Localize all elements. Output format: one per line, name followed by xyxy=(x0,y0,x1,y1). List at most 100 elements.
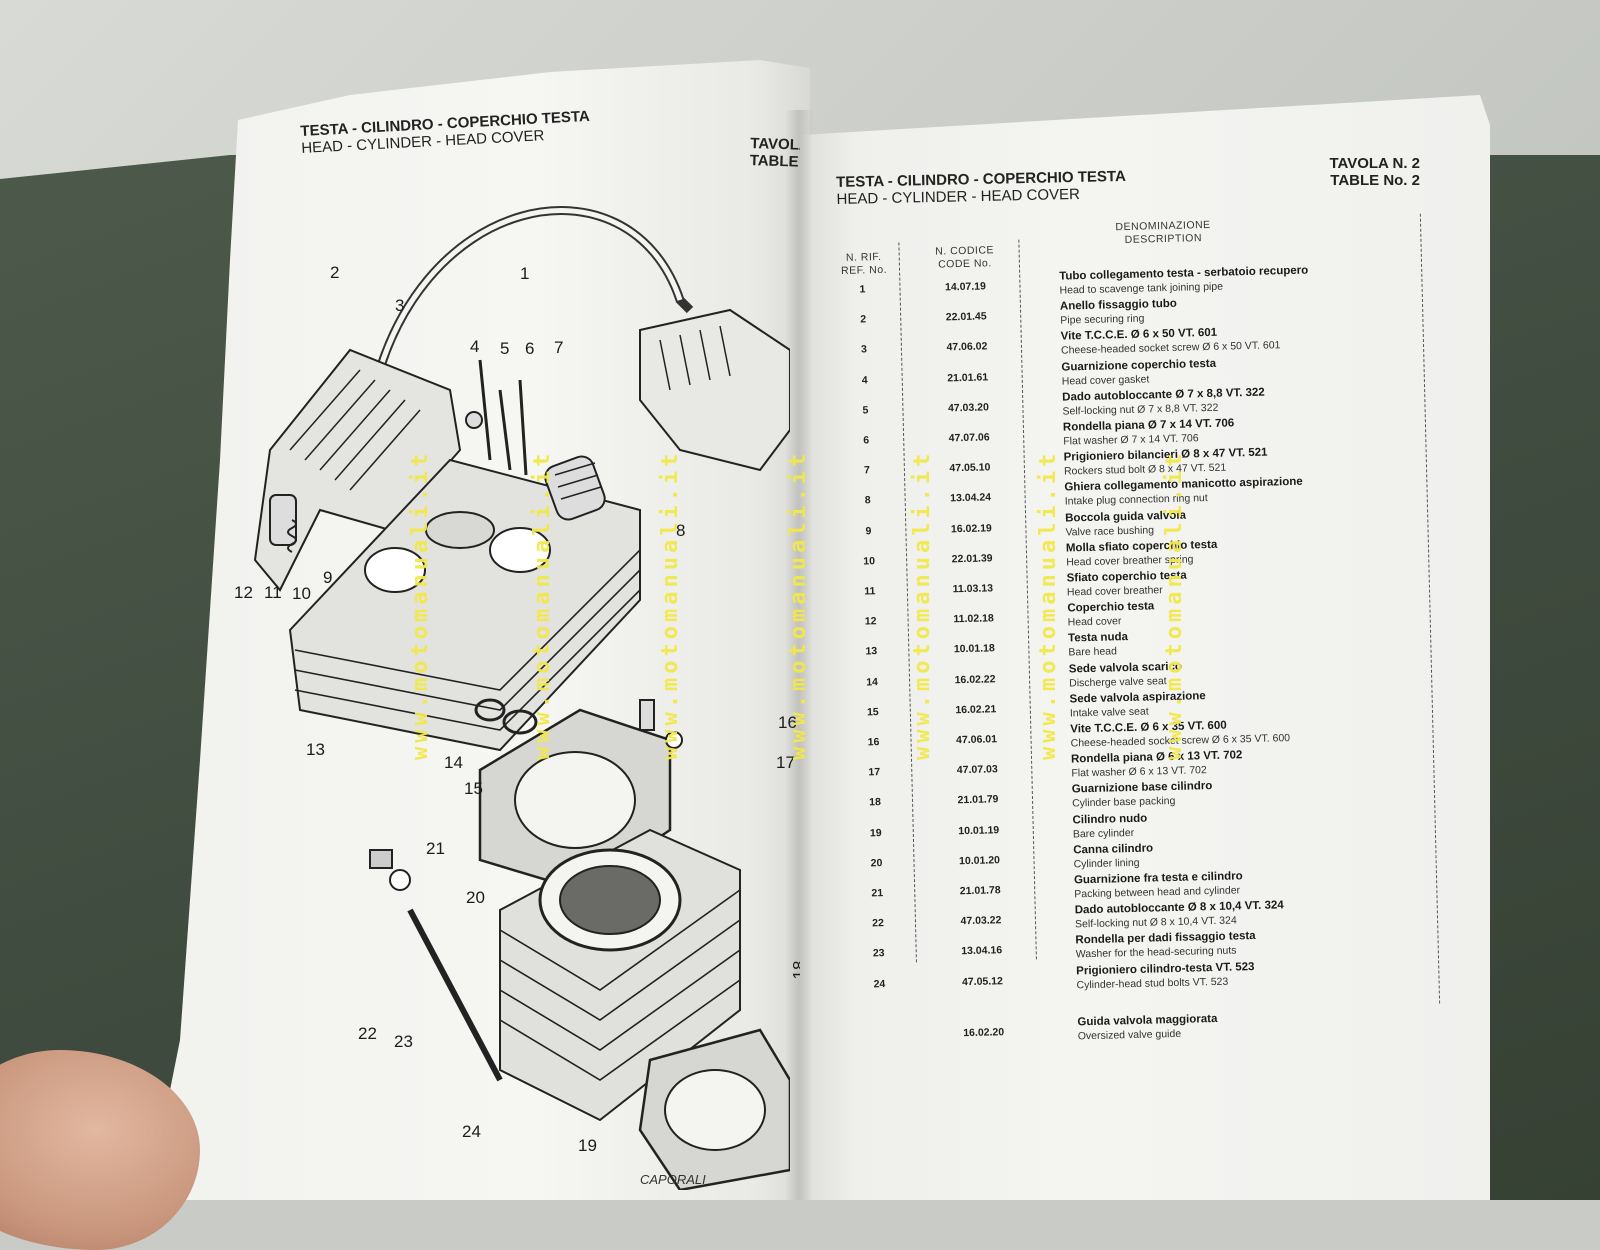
right-table-label: TAVOLA N. 2 TABLE No. 2 xyxy=(1292,155,1420,189)
row-desc-en: Flat washer Ø 6 x 13 VT. 702 xyxy=(1071,764,1207,780)
row-desc-en: Self-locking nut Ø 8 x 10,4 VT. 324 xyxy=(1074,914,1237,931)
col-head-ref: N. RIF. REF. No. xyxy=(840,250,888,277)
callout-11: 11 xyxy=(264,583,282,602)
row-ref: 21 xyxy=(871,887,884,900)
row-desc-it: Anello fissaggio tubo xyxy=(1059,297,1178,313)
row-desc-en: Self-locking nut Ø 7 x 8,8 VT. 322 xyxy=(1062,401,1219,418)
watermark-1: www.motomanuali.it xyxy=(408,449,433,760)
row-desc-en: Head cover xyxy=(1067,615,1122,629)
row-code: 13.04.24 xyxy=(950,491,992,505)
row-desc-en: Valve race bushing xyxy=(1065,523,1155,539)
callout-24: 24 xyxy=(462,1122,481,1141)
row-desc-it: Tubo collegamento testa - serbatoio recu… xyxy=(1059,264,1309,283)
extra-desc-en: Oversized valve guide xyxy=(1077,1027,1182,1043)
row-desc-en: Cylinder base packing xyxy=(1071,795,1176,810)
row-ref: 24 xyxy=(873,977,886,990)
row-desc-it: Cilindro nudo xyxy=(1072,812,1148,827)
right-page-header: TESTA - CILINDRO - COPERCHIO TESTA HEAD … xyxy=(836,168,1126,208)
row-ref: 15 xyxy=(866,705,879,719)
row-desc-en: Pipe securing ring xyxy=(1060,312,1145,327)
callout-22: 22 xyxy=(358,1024,377,1043)
row-desc-it: Canna cilindro xyxy=(1073,842,1154,857)
callout-7: 7 xyxy=(554,338,564,357)
callout-2: 2 xyxy=(330,263,340,282)
row-ref: 16 xyxy=(867,736,880,749)
row-ref: 23 xyxy=(872,947,885,960)
row-ref: 2 xyxy=(860,313,867,326)
extra-code: 16.02.20 xyxy=(963,1026,1005,1040)
row-ref: 8 xyxy=(864,494,871,507)
row-code: 16.02.19 xyxy=(950,521,992,535)
row-code: 22.01.39 xyxy=(951,552,993,566)
row-code: 47.06.01 xyxy=(955,733,998,747)
row-ref: 1 xyxy=(859,283,866,296)
row-ref: 20 xyxy=(870,856,883,870)
callout-4: 4 xyxy=(470,337,480,356)
row-code: 47.05.10 xyxy=(949,461,991,475)
callout-6: 6 xyxy=(525,339,535,358)
row-code: 47.07.03 xyxy=(956,763,998,777)
col-head-desc: DENOMINAZIONE DESCRIPTION xyxy=(1115,218,1211,246)
callout-1: 1 xyxy=(520,264,530,283)
row-desc-en: Discherge valve seat xyxy=(1069,674,1167,690)
row-code: 47.05.12 xyxy=(961,974,1004,988)
callout-9: 9 xyxy=(323,568,333,587)
row-desc-en: Intake valve seat xyxy=(1069,705,1149,720)
watermark-3: www.motomanuali.it xyxy=(658,449,683,760)
watermark-4: www.motomanuali.it xyxy=(786,449,811,760)
callout-20: 20 xyxy=(466,888,485,907)
row-code: 10.01.18 xyxy=(953,642,995,656)
row-code: 11.03.13 xyxy=(952,582,994,596)
row-ref: 9 xyxy=(865,524,872,538)
row-code: 21.01.61 xyxy=(947,370,989,384)
row-code: 10.01.20 xyxy=(958,854,1001,868)
callout-10: 10 xyxy=(292,584,311,603)
row-code: 13.04.16 xyxy=(961,944,1003,958)
callout-16: 16 xyxy=(778,713,797,733)
row-code: 47.07.06 xyxy=(948,431,990,445)
right-tavola: TAVOLA N. 2 xyxy=(1329,155,1420,172)
callout-8: 8 xyxy=(676,521,686,540)
right-table: TABLE No. 2 xyxy=(1330,172,1420,189)
row-ref: 10 xyxy=(863,554,876,568)
row-desc-it: Guarnizione base cilindro xyxy=(1071,780,1213,796)
row-desc-en: Bare cylinder xyxy=(1072,826,1135,841)
row-ref: 17 xyxy=(868,766,881,779)
extra-desc-it: Guida valvola maggiorata xyxy=(1077,1012,1218,1029)
row-ref: 13 xyxy=(865,645,878,658)
row-desc-en: Rockers stud bolt Ø 8 x 47 VT. 521 xyxy=(1063,461,1227,478)
row-desc-it: Vite T.C.C.E. Ø 6 x 35 VT. 600 xyxy=(1070,719,1227,736)
row-code: 47.06.02 xyxy=(946,340,988,354)
row-ref: 4 xyxy=(861,373,868,387)
callout-5: 5 xyxy=(500,339,510,358)
row-ref: 11 xyxy=(864,585,876,598)
row-desc-en: Washer for the head-securing nuts xyxy=(1075,944,1237,961)
callout-3: 3 xyxy=(395,296,405,315)
callout-14: 14 xyxy=(444,753,463,772)
callout-15: 15 xyxy=(464,779,483,798)
row-ref: 6 xyxy=(863,434,870,447)
watermark-6: www.motomanuali.it xyxy=(1036,449,1061,760)
watermark-2: www.motomanuali.it xyxy=(530,449,555,760)
row-desc-it: Coperchio testa xyxy=(1067,600,1155,615)
watermark-7: www.motomanuali.it xyxy=(1162,449,1187,760)
row-ref: 3 xyxy=(860,343,868,356)
callout-23: 23 xyxy=(394,1032,413,1051)
row-desc-en: Cylinder-head stud bolts VT. 523 xyxy=(1076,975,1229,991)
book-gutter xyxy=(785,110,813,1200)
row-desc-en: Flat washer Ø 7 x 14 VT. 706 xyxy=(1063,432,1199,448)
row-desc-it: Molla sfiato coperchio testa xyxy=(1065,538,1218,555)
row-code: 16.02.21 xyxy=(955,703,997,717)
row-code: 47.03.20 xyxy=(947,401,990,415)
row-desc-en: Cheese-headed socket screw Ø 6 x 50 VT. … xyxy=(1060,339,1281,357)
row-code: 16.02.22 xyxy=(954,672,996,686)
row-desc-it: Vite T.C.C.E. Ø 6 x 50 VT. 601 xyxy=(1060,327,1218,343)
table-row-extra: 16.02.20 Guida valvola maggiorata Oversi… xyxy=(857,1007,1448,1051)
row-desc-en: Packing between head and cylinder xyxy=(1074,884,1241,901)
row-ref: 18 xyxy=(869,796,882,809)
row-ref: 5 xyxy=(862,404,869,417)
callout-21: 21 xyxy=(426,839,445,858)
col-head-code: N. CODICE CODE No. xyxy=(935,244,995,271)
watermark-5: www.motomanuali.it xyxy=(910,449,935,760)
right-page xyxy=(800,95,1490,1200)
